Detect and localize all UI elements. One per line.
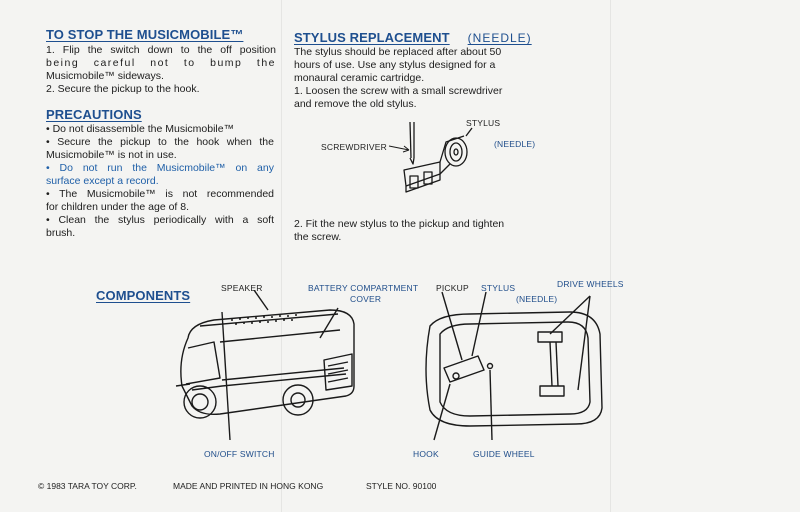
precautions-heading: PRECAUTIONS: [46, 107, 142, 122]
van-illustration: [175, 290, 355, 441]
stylus-heading-title: STYLUS REPLACEMENT: [294, 30, 450, 45]
stylus-heading: STYLUS REPLACEMENT (NEEDLE): [294, 30, 532, 45]
fold-line: [610, 0, 611, 512]
stylus-line: monaural ceramic cartridge.: [294, 72, 425, 84]
stylus-line: and remove the old stylus.: [294, 98, 417, 110]
hook-label: HOOK: [413, 449, 439, 459]
component-stylus-label: STYLUS: [481, 283, 516, 293]
needle-label: (NEEDLE): [494, 139, 536, 149]
precaution-line: Musicmobile™ is not in use.: [46, 149, 177, 161]
style-number-text: STYLE NO. 90100: [366, 481, 437, 491]
precautions-text: • Do not disassemble the Musicmobile™ • …: [46, 123, 274, 240]
precaution-line: surface except a record.: [46, 175, 159, 187]
fold-line: [281, 0, 282, 512]
on-off-switch-label: ON/OFF SWITCH: [204, 449, 275, 459]
stylus-text: The stylus should be replaced after abou…: [294, 46, 526, 111]
made-in-text: MADE AND PRINTED IN HONG KONG: [173, 481, 324, 491]
components-heading: COMPONENTS: [96, 288, 191, 303]
precaution-line: • Do not disassemble the Musicmobile™: [46, 123, 235, 135]
guide-wheel-label: GUIDE WHEEL: [473, 449, 535, 459]
stop-heading: TO STOP THE MUSICMOBILE™: [46, 27, 244, 42]
precaution-line: • Do not run the Musicmobile™ on any: [46, 162, 274, 174]
precaution-line: for children under the age of 8.: [46, 201, 190, 213]
stylus-label: STYLUS: [466, 118, 501, 128]
precaution-line: • Secure the pickup to the hook when the: [46, 136, 274, 148]
stylus-step2-text: 2. Fit the new stylus to the pickup and …: [294, 218, 526, 244]
stop-line: being careful not to bump the: [46, 57, 276, 69]
precaution-line: • The Musicmobile™ is not recommended: [46, 188, 274, 200]
battery-compartment-label: BATTERY COMPARTMENT: [308, 283, 419, 293]
chassis-underside-illustration: [425, 291, 603, 441]
precaution-line: brush.: [46, 227, 76, 239]
stylus-line: hours of use. Use any stylus designed fo…: [294, 59, 496, 71]
stop-text: 1. Flip the switch down to the off posit…: [46, 44, 276, 96]
stylus-step2-line: the screw.: [294, 231, 342, 243]
stylus-heading-subtitle: (NEEDLE): [467, 31, 532, 45]
precaution-line: • Clean the stylus periodically with a s…: [46, 214, 274, 226]
battery-cover-label: COVER: [350, 294, 382, 304]
pickup-screwdriver-illustration: [403, 121, 473, 193]
component-needle-label: (NEEDLE): [516, 294, 558, 304]
drive-wheels-label: DRIVE WHEELS: [557, 279, 624, 289]
speaker-label: SPEAKER: [221, 283, 263, 293]
stop-line: 1. Flip the switch down to the off posit…: [46, 44, 276, 56]
pickup-label: PICKUP: [436, 283, 469, 293]
stylus-line: 1. Loosen the screw with a small screwdr…: [294, 85, 503, 97]
copyright-text: © 1983 TARA TOY CORP.: [38, 481, 137, 491]
stylus-step2-line: 2. Fit the new stylus to the pickup and …: [294, 218, 505, 230]
stop-line: 2. Secure the pickup to the hook.: [46, 83, 200, 95]
screwdriver-leader-line: [388, 145, 410, 153]
stop-line: Musicmobile™ sideways.: [46, 70, 164, 82]
stylus-line: The stylus should be replaced after abou…: [294, 46, 502, 58]
screwdriver-label: SCREWDRIVER: [321, 142, 387, 152]
